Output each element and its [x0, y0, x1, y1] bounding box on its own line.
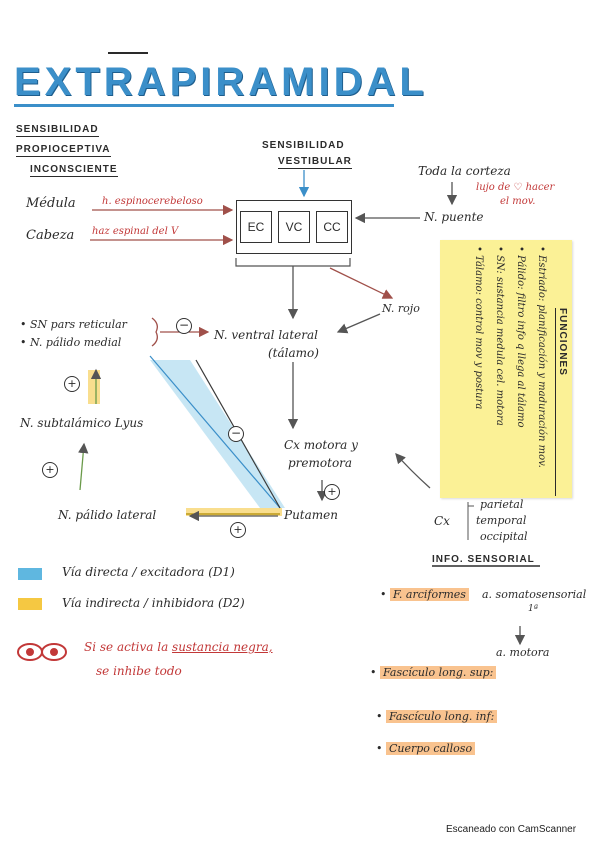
- ojo-eyes-icon: [17, 643, 67, 661]
- plus-marker-4: +: [230, 522, 246, 538]
- sn-item-1-text: SN pars reticular: [30, 318, 127, 331]
- legend-swatch-indirect: [18, 598, 42, 610]
- lyus-label: N. subtalámico Lyus: [20, 416, 144, 430]
- minus-marker-sn: −: [176, 318, 192, 334]
- info-arciformes-target-2: a. motora: [496, 646, 550, 659]
- medula-tract: h. espinocerebeloso: [102, 196, 203, 207]
- info-item-4-text: Cuerpo calloso: [386, 742, 476, 755]
- puente-label: N. puente: [424, 210, 484, 224]
- cell-cc: CC: [316, 211, 348, 243]
- putamen-label: Putamen: [284, 508, 338, 522]
- cx-motora-line-1: Cx motora y: [284, 438, 358, 452]
- cell-ec: EC: [240, 211, 272, 243]
- cx-area-prefix: Cx: [434, 514, 450, 528]
- legend-label-indirect: Vía indirecta / inhibidora (D2): [62, 596, 245, 610]
- ojo-line-2: se inhibe todo: [96, 664, 182, 678]
- cortex-label: Toda la corteza: [418, 164, 511, 178]
- info-item-4: • Cuerpo calloso: [376, 742, 476, 755]
- cx-motora-line-2: premotora: [288, 456, 353, 470]
- plus-marker-2: +: [42, 462, 58, 478]
- sn-brace: [151, 317, 158, 347]
- cx-areas-brace: [467, 502, 474, 540]
- top-divider: [108, 52, 148, 54]
- talamo-line-2: (tálamo): [268, 346, 319, 360]
- arrow-areas-cx: [395, 453, 431, 489]
- palido-lateral-label: N. pálido lateral: [58, 508, 157, 522]
- cell-vc: VC: [278, 211, 310, 243]
- header-propioceptiva: PROPIOCEPTIVA: [16, 144, 111, 157]
- info-item-2-text: Fascículo long. sup:: [380, 666, 497, 679]
- info-item-2: • Fascículo long. sup:: [370, 666, 497, 679]
- plus-marker-3: +: [324, 484, 340, 500]
- cerebellum-box: EC VC CC: [236, 200, 352, 254]
- header-sensibilidad-vestibular-2: VESTIBULAR: [278, 156, 352, 169]
- cx-area-parietal: parietal: [480, 498, 524, 511]
- title-underline: [14, 104, 394, 107]
- arrow-to-rojo: [329, 267, 394, 299]
- arrow-rojo-talamo: [336, 313, 381, 334]
- page-title: EXTRAPIRAMIDAL: [14, 60, 428, 104]
- header-sensibilidad: SENSIBILIDAD: [16, 124, 99, 137]
- info-item-3-text: Fascículo long. inf:: [386, 710, 498, 723]
- arrow-palido-lyus: [78, 442, 89, 491]
- medula-label: Médula: [26, 196, 76, 211]
- legend-label-direct: Vía directa / excitadora (D1): [62, 565, 235, 579]
- box-bracket: [235, 258, 351, 267]
- info-sensorial-heading: INFO. SENSORIAL: [432, 554, 535, 565]
- info-arciformes-target-1-sub: 1ª: [528, 604, 539, 614]
- funciones-sticky-note: FUNCIONES • Estriado: planificación y ma…: [440, 240, 572, 498]
- sn-item-2: • N. pálido medial: [20, 336, 122, 349]
- cx-area-occipital: occipital: [480, 530, 528, 543]
- plus-marker-1: +: [64, 376, 80, 392]
- info-item-1-text: F. arciformes: [390, 588, 469, 601]
- sn-item-2-text: N. pálido medial: [30, 336, 122, 349]
- cortex-note-1: lujo de ♡ hacer: [476, 182, 555, 193]
- talamo-line-1: N. ventral lateral: [214, 328, 318, 342]
- info-item-3: • Fascículo long. inf:: [376, 710, 498, 723]
- rojo-label: N. rojo: [382, 302, 420, 315]
- direct-path-line: [149, 355, 281, 509]
- info-arciformes-target-1: a. somatosensorial: [482, 588, 587, 601]
- minus-marker-2: −: [228, 426, 244, 442]
- indirect-path-bottom: [186, 508, 282, 516]
- scanner-footer: Escaneado con CamScanner: [446, 824, 577, 835]
- header-sensibilidad-vestibular-1: SENSIBILIDAD: [262, 140, 345, 151]
- ojo-line-1-em: sustancia negra,: [172, 640, 273, 654]
- cabeza-tract: haz espinal del V: [92, 226, 179, 237]
- info-item-1: • F. arciformes: [380, 588, 469, 601]
- header-inconsciente: INCONSCIENTE: [30, 164, 118, 177]
- cortex-note-2: el mov.: [500, 196, 536, 207]
- ojo-line-1: Si se activa la sustancia negra,: [84, 640, 273, 654]
- cx-area-temporal: temporal: [476, 514, 527, 527]
- legend-swatch-direct: [18, 568, 42, 580]
- indirect-path-up: [88, 370, 100, 404]
- sn-item-1: • SN pars reticular: [20, 318, 127, 331]
- cabeza-label: Cabeza: [26, 228, 75, 243]
- ojo-line-1-pre: Si se activa la: [84, 640, 173, 654]
